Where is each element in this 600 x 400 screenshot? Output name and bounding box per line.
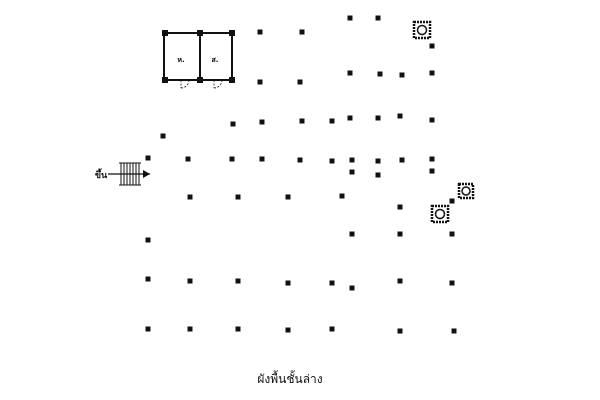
square-post-icon (187, 326, 193, 332)
square-post-icon (145, 155, 151, 161)
door-swing (213, 79, 223, 89)
square-post-icon (235, 326, 241, 332)
square-post-icon (449, 231, 455, 237)
room-outline (199, 32, 233, 81)
square-post-icon (397, 328, 403, 334)
square-post-icon (162, 77, 168, 83)
square-post-icon (145, 237, 151, 243)
square-post-icon (187, 278, 193, 284)
square-post-icon (259, 119, 265, 125)
square-post-icon (375, 158, 381, 164)
square-post-icon (377, 71, 383, 77)
square-post-icon (375, 15, 381, 21)
square-post-icon (347, 115, 353, 121)
square-post-icon (160, 133, 166, 139)
square-post-icon (145, 326, 151, 332)
square-post-icon (285, 194, 291, 200)
square-post-icon (162, 30, 168, 36)
square-post-icon (397, 278, 403, 284)
square-post-icon (229, 30, 235, 36)
square-post-icon (347, 70, 353, 76)
square-post-icon (297, 79, 303, 85)
square-post-icon (349, 169, 355, 175)
square-post-icon (375, 172, 381, 178)
square-post-icon (185, 156, 191, 162)
round-post-icon (430, 204, 450, 224)
door-swing (180, 79, 190, 89)
square-post-icon (399, 157, 405, 163)
square-post-icon (257, 29, 263, 35)
square-post-icon (257, 79, 263, 85)
square-post-icon (429, 70, 435, 76)
plan-caption: ผังพื้นชั้นล่าง (257, 370, 322, 386)
square-post-icon (399, 72, 405, 78)
square-post-icon (449, 280, 455, 286)
square-post-icon (349, 285, 355, 291)
square-post-icon (347, 15, 353, 21)
square-post-icon (285, 327, 291, 333)
square-post-icon (235, 278, 241, 284)
square-post-icon (145, 276, 151, 282)
square-post-icon (329, 326, 335, 332)
square-post-icon (187, 194, 193, 200)
post-grid (145, 15, 457, 334)
square-post-icon (429, 156, 435, 162)
room-label: ส. (212, 56, 219, 64)
square-post-icon (429, 117, 435, 123)
square-post-icon (297, 157, 303, 163)
square-post-icon (229, 156, 235, 162)
square-post-icon (299, 29, 305, 35)
toilet-block: ห. ส. (162, 30, 235, 89)
stair-label: ขึ้น (95, 168, 108, 181)
square-post-icon (230, 121, 236, 127)
square-post-icon (451, 328, 457, 334)
square-post-icon (259, 156, 265, 162)
square-post-icon (397, 231, 403, 237)
square-post-icon (197, 30, 203, 36)
room-label: ห. (177, 56, 184, 64)
square-post-icon (429, 168, 435, 174)
square-post-icon (299, 118, 305, 124)
square-post-icon (197, 77, 203, 83)
square-post-icon (449, 198, 455, 204)
square-post-icon (229, 77, 235, 83)
square-post-icon (349, 157, 355, 163)
square-post-icon (329, 158, 335, 164)
square-post-icon (397, 204, 403, 210)
square-post-icon (329, 280, 335, 286)
square-post-icon (429, 43, 435, 49)
square-post-icon (339, 193, 345, 199)
square-post-icon (375, 115, 381, 121)
square-post-icon (285, 280, 291, 286)
square-post-icon (397, 113, 403, 119)
round-post-icon (412, 20, 432, 40)
round-post-icon (457, 182, 475, 200)
square-post-icon (349, 231, 355, 237)
square-post-icon (235, 194, 241, 200)
square-post-icon (329, 118, 335, 124)
arrow-right-icon (108, 170, 150, 178)
